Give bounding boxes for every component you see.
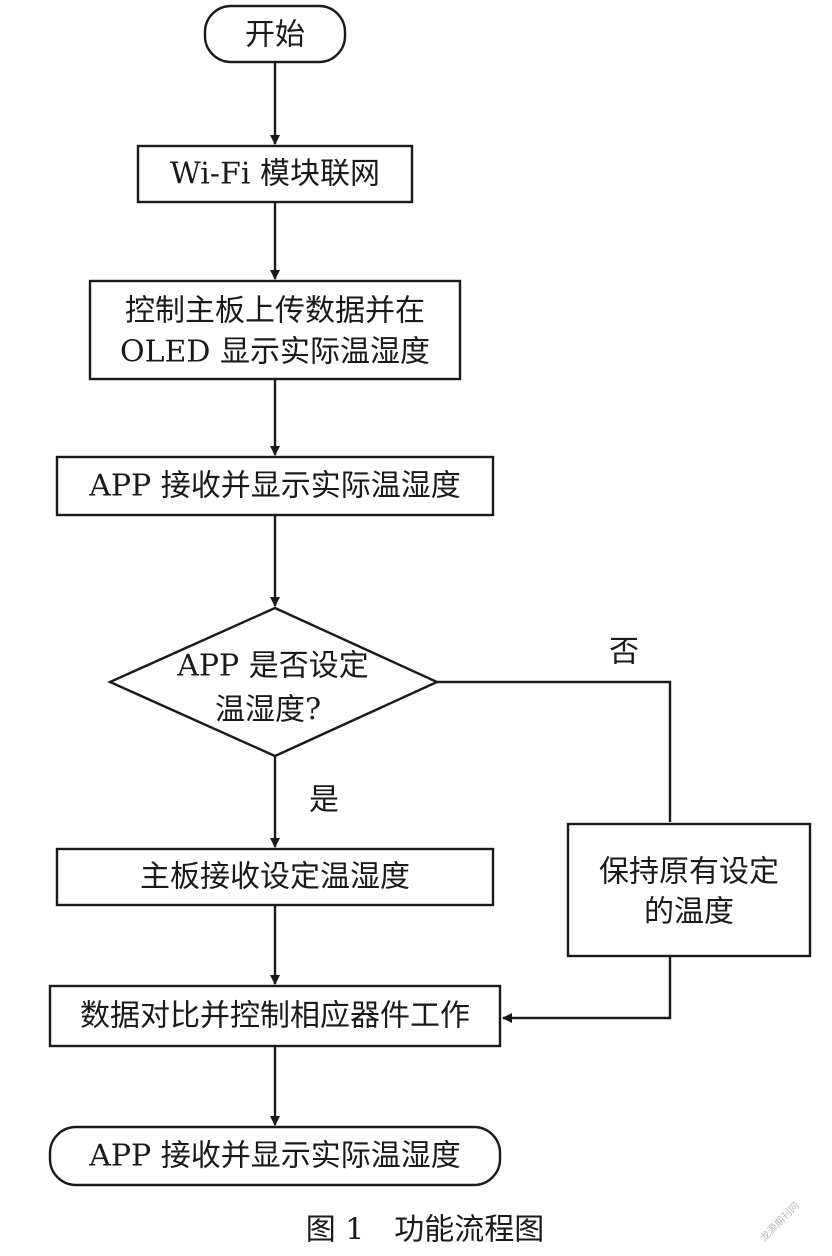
connector-decision-no xyxy=(437,680,672,822)
board-receive-node: 主板接收设定温湿度 xyxy=(55,847,495,907)
upload-label-line1: 控制主板上传数据并在 xyxy=(125,294,425,329)
keep-setting-label-line1: 保持原有设定 xyxy=(599,855,779,890)
app-receive-label: APP 接收并显示实际温湿度 xyxy=(88,469,461,504)
decision-label-line1: APP 是否设定 xyxy=(176,649,369,684)
decision-node: APP 是否设定 温湿度? xyxy=(107,606,440,758)
keep-setting-label-line2: 的温度 xyxy=(644,895,734,930)
wifi-node: Wi-Fi 模块联网 xyxy=(136,144,414,204)
start-node: 开始 xyxy=(203,4,347,64)
end-label: APP 接收并显示实际温湿度 xyxy=(88,1139,461,1174)
end-node: APP 接收并显示实际温湿度 xyxy=(48,1125,502,1187)
figure-caption: 图 1 功能流程图 xyxy=(306,1213,545,1248)
yes-label: 是 xyxy=(309,783,339,818)
wifi-label: Wi-Fi 模块联网 xyxy=(170,157,380,192)
upload-label-line2: OLED 显示实际温湿度 xyxy=(120,335,430,370)
start-label: 开始 xyxy=(245,18,305,53)
decision-label-line2: 温湿度? xyxy=(215,693,321,728)
upload-node: 控制主板上传数据并在 OLED 显示实际温湿度 xyxy=(88,279,462,381)
arrow-keep-to-compare xyxy=(502,956,672,1023)
app-receive-node: APP 接收并显示实际温湿度 xyxy=(55,455,495,517)
compare-node: 数据对比并控制相应器件工作 xyxy=(48,984,502,1048)
watermark: 龙源期刊网 xyxy=(757,1199,802,1244)
compare-label: 数据对比并控制相应器件工作 xyxy=(80,999,470,1034)
board-receive-label: 主板接收设定温湿度 xyxy=(140,860,410,895)
no-label: 否 xyxy=(609,635,639,670)
keep-setting-node: 保持原有设定 的温度 xyxy=(566,822,812,958)
